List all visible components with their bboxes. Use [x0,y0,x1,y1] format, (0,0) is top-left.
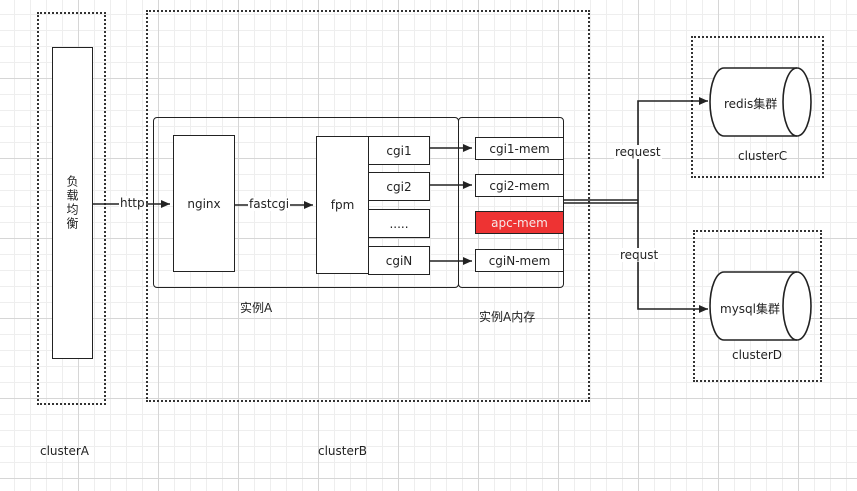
instance-a-label: 实例A [240,301,273,315]
instance-a-mem-label: 实例A内存 [479,310,536,324]
edge-label-request-mysql: requst [619,248,660,262]
edge-label-request-redis: request [614,145,662,159]
cluster-a-boundary [37,12,106,405]
cluster-a-label: clusterA [40,444,90,458]
cgi2-mem-node: cgi2-mem [475,174,564,197]
cgiN-label: cgiN [385,253,413,268]
edge-request-redis [637,97,708,203]
edge-label-http: http [119,196,146,210]
cgi1-label: cgi1 [386,143,412,158]
mysql-cylinder-icon [709,271,812,341]
cluster-b-boundary [146,10,590,402]
cgiN-mem-node: cgiN-mem [475,249,564,272]
cgi-ellipsis-node: ..... [368,209,430,238]
apc-mem-node: apc-mem [475,211,564,234]
redis-label: redis集群 [724,97,778,111]
fpm-label: fpm [330,198,355,212]
cgiN-mem-label: cgiN-mem [488,253,551,268]
redis-cylinder-icon [709,67,812,137]
instance-a-mem-group [458,117,564,288]
edge-request-mysql [637,203,708,313]
cgi2-label: cgi2 [386,179,412,194]
cgi1-mem-node: cgi1-mem [475,137,564,160]
cluster-d-boundary [693,230,822,382]
load-balancer-node: 负载均衡 [52,47,93,359]
cgi2-node: cgi2 [368,172,430,201]
fpm-node: fpm [316,136,369,274]
cgi2-mem-label: cgi2-mem [489,178,550,193]
edge-label-fastcgi: fastcgi [248,197,291,211]
cluster-c-boundary [691,36,824,178]
apc-mem-label: apc-mem [491,215,548,230]
mysql-label: mysql集群 [720,302,780,316]
cgi1-node: cgi1 [368,136,430,165]
cluster-d-label: clusterD [732,348,783,362]
cgi1-mem-label: cgi1-mem [489,141,550,156]
nginx-label: nginx [187,196,221,211]
cgiN-node: cgiN [368,246,430,275]
cluster-b-label: clusterB [318,444,368,458]
cluster-c-label: clusterC [738,149,788,163]
cgi-ellipsis-label: ..... [389,216,409,231]
load-balancer-label: 负载均衡 [65,175,79,231]
nginx-node: nginx [173,135,235,272]
